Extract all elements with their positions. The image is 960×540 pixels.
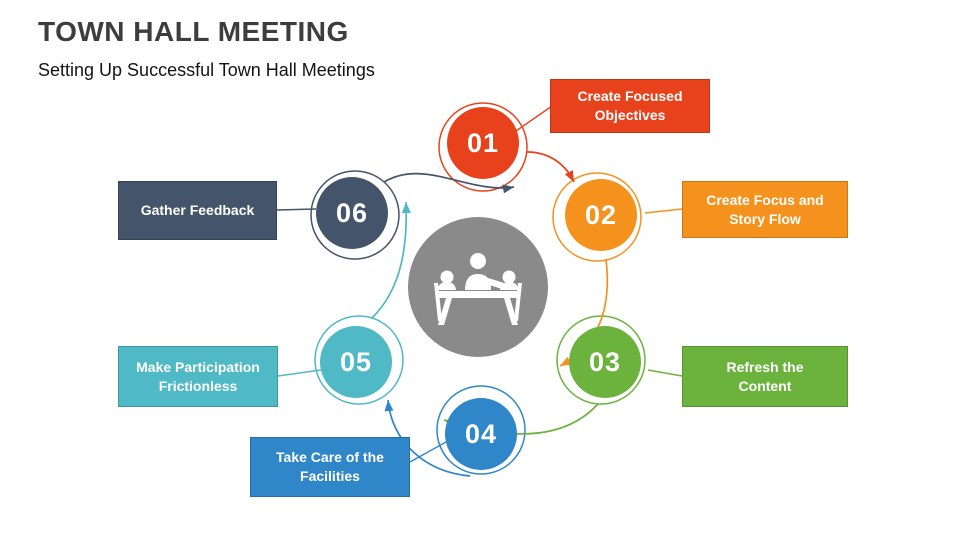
step-circle-04: 04 xyxy=(445,398,517,470)
arc-01-to-02 xyxy=(526,151,575,183)
arrowhead-02-to-03 xyxy=(560,356,572,366)
ring-step-02 xyxy=(552,172,642,262)
step-circle-06: 06 xyxy=(316,177,388,249)
step-label-box-05: Make Participation Frictionless xyxy=(118,346,278,407)
ring-step-01 xyxy=(438,102,528,192)
arrowhead-04-to-05 xyxy=(384,400,394,412)
arrowhead-01-to-02 xyxy=(564,170,574,182)
meeting-table-icon xyxy=(434,253,522,325)
ring-step-04 xyxy=(436,385,526,475)
step-label-01: Create Focused Objectives xyxy=(577,88,683,123)
step-label-02: Create Focus and Story Flow xyxy=(706,191,824,227)
connector-step-05 xyxy=(277,369,322,377)
connector-step-01 xyxy=(515,105,553,132)
step-circle-05: 05 xyxy=(320,326,392,398)
step-number-06: 06 xyxy=(335,197,369,228)
step-label-03: Refresh the Content xyxy=(726,358,804,394)
connector-step-04 xyxy=(409,441,447,463)
step-label-box-02: Create Focus and Story Flow xyxy=(682,181,848,238)
arc-05-to-06 xyxy=(371,201,408,319)
step-number-03: 03 xyxy=(588,346,622,377)
step-circle-01: 01 xyxy=(447,107,519,179)
page-subtitle: Setting Up Successful Town Hall Meetings xyxy=(38,60,375,80)
step-label-04: Take Care of the Facilities xyxy=(276,449,384,484)
connector-step-06 xyxy=(276,208,317,211)
ring-step-05 xyxy=(314,315,404,405)
step-circle-03: 03 xyxy=(569,326,641,398)
step-label-06: Gather Feedback xyxy=(140,202,255,219)
arrowhead-06-to-01 xyxy=(502,184,514,194)
step-number-01: 01 xyxy=(466,127,500,158)
step-circle-02: 02 xyxy=(565,179,637,251)
step-number-04: 04 xyxy=(464,418,498,449)
step-label-box-04: Take Care of the Facilities xyxy=(250,437,410,497)
step-label-box-06: Gather Feedback xyxy=(118,181,277,240)
step-number-05: 05 xyxy=(339,346,373,377)
connector-step-03 xyxy=(647,369,683,377)
ring-step-03 xyxy=(556,315,646,405)
ring-step-06 xyxy=(310,170,400,260)
step-label-box-01: Create Focused Objectives xyxy=(550,79,710,133)
arc-06-to-01 xyxy=(383,172,515,189)
arc-04-to-05 xyxy=(387,399,471,477)
connector-step-02 xyxy=(644,208,683,214)
arrowhead-05-to-06 xyxy=(401,202,411,214)
step-number-02: 02 xyxy=(584,199,618,230)
page-title: TOWN HALL MEETING xyxy=(38,16,349,47)
step-label-box-03: Refresh the Content xyxy=(682,346,848,407)
step-label-05: Make Participation Frictionless xyxy=(136,358,260,394)
